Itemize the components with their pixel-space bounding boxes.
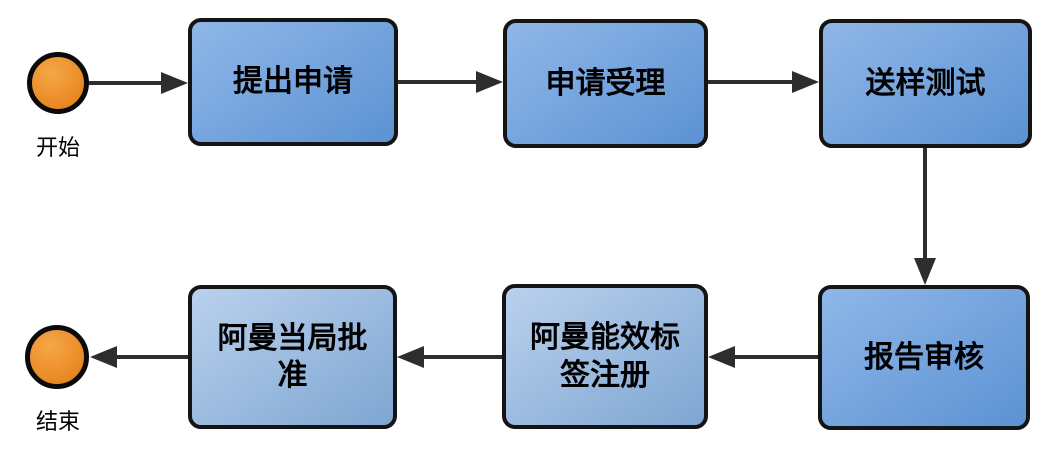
connector-line <box>116 355 188 359</box>
connector-line <box>734 355 818 359</box>
connector-line <box>923 148 927 260</box>
step-oman-authority-approval: 阿曼当局批准 <box>188 285 397 429</box>
step-report-review: 报告审核 <box>818 285 1030 430</box>
step-label: 阿曼能效标签注册 <box>530 320 680 393</box>
start-node <box>27 52 89 114</box>
end-node-label: 结束 <box>35 410 80 435</box>
end-node <box>25 325 89 389</box>
arrowhead-left-icon <box>708 346 735 368</box>
connector-line <box>708 80 793 84</box>
arrowhead-right-icon <box>161 72 188 94</box>
connector-line <box>398 80 477 84</box>
step-label: 申请受理 <box>545 65 666 101</box>
connector-line <box>89 81 162 85</box>
arrowhead-right-icon <box>792 71 819 93</box>
arrowhead-left-icon <box>90 346 117 368</box>
arrowhead-left-icon <box>397 346 424 368</box>
step-application-acceptance: 申请受理 <box>503 19 708 148</box>
arrowhead-right-icon <box>476 71 503 93</box>
step-label: 提出申请 <box>233 64 353 100</box>
step-submit-application: 提出申请 <box>188 18 398 146</box>
step-label: 阿曼当局批准 <box>217 320 368 394</box>
step-label: 报告审核 <box>864 339 984 375</box>
step-oman-efficiency-label-registration: 阿曼能效标签注册 <box>502 284 708 429</box>
arrowhead-down-icon <box>914 258 936 285</box>
step-sample-testing: 送样测试 <box>819 19 1032 148</box>
step-label: 送样测试 <box>865 65 986 101</box>
connector-line <box>423 355 502 359</box>
start-node-label: 开始 <box>35 136 80 161</box>
